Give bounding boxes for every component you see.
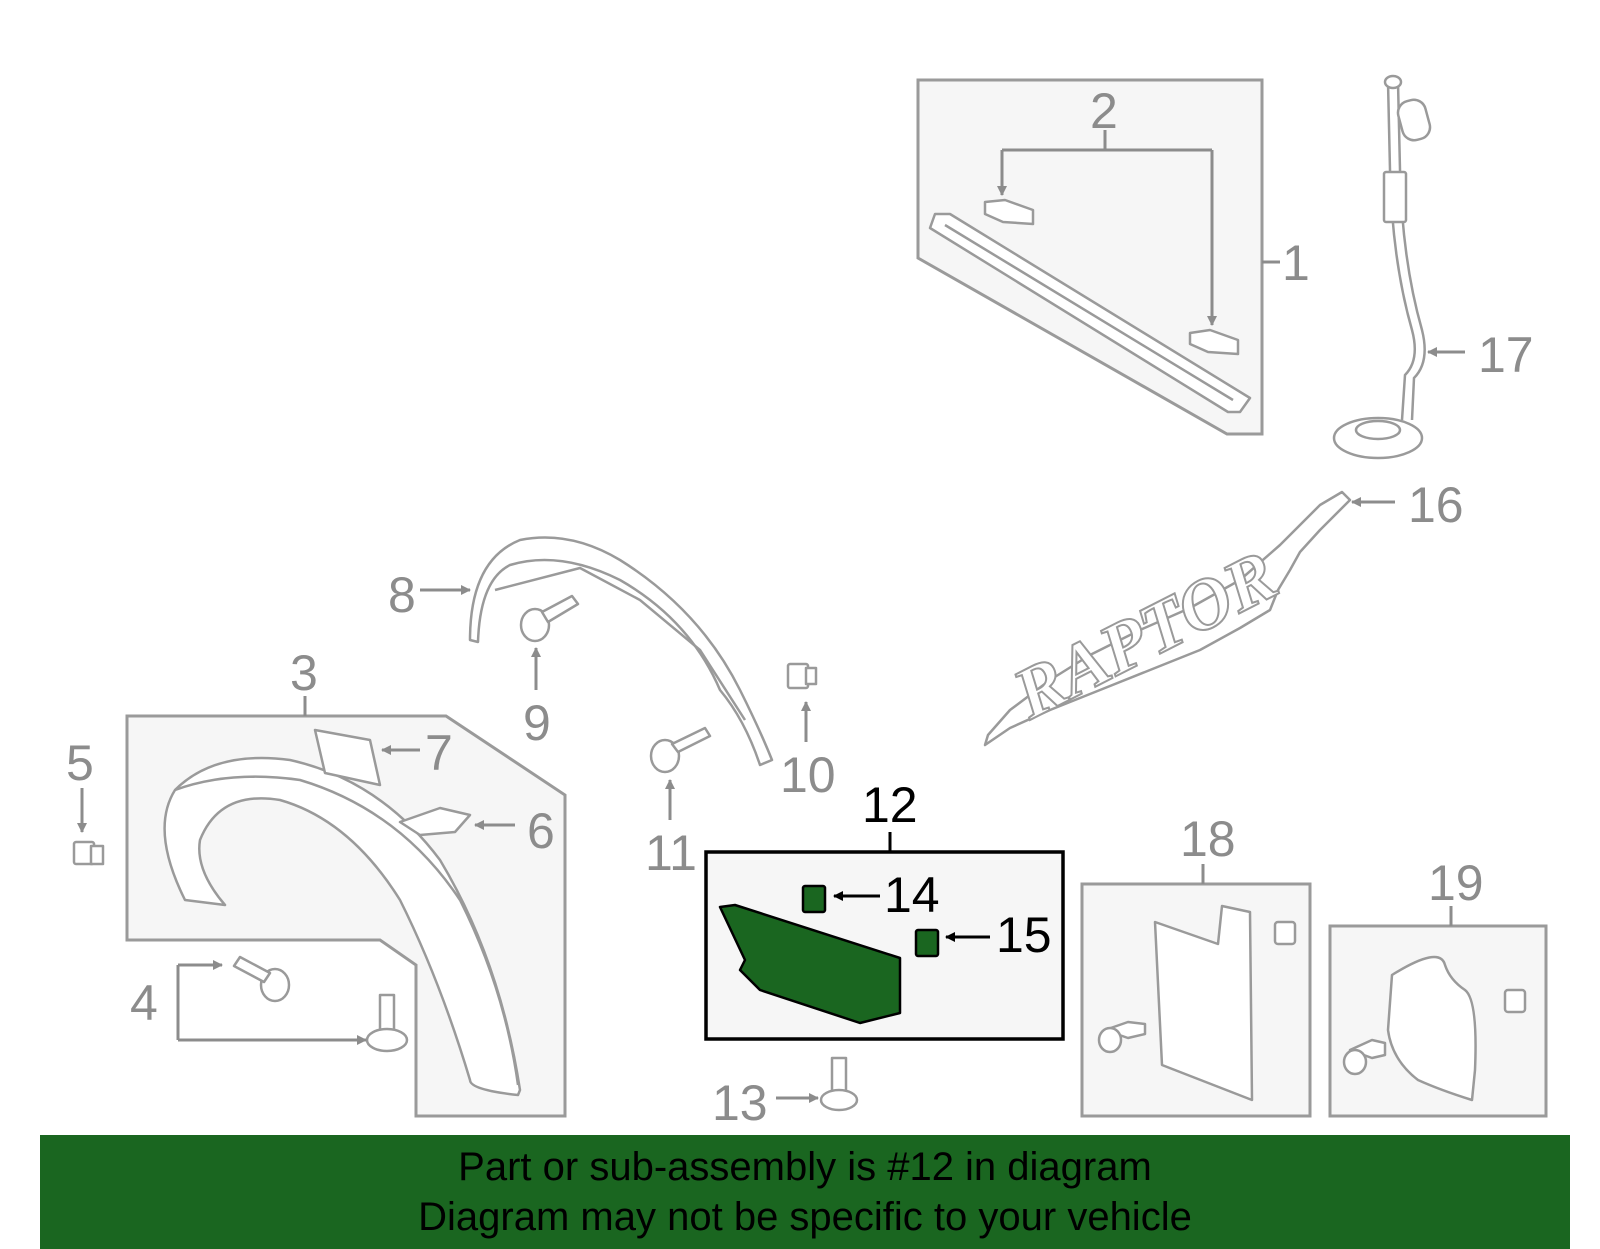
part-8-bracket — [420, 536, 774, 767]
callout-19[interactable]: 19 — [1428, 855, 1484, 911]
part-17-cable — [1332, 74, 1465, 460]
callout-6[interactable]: 6 — [527, 803, 555, 859]
part-12-highlighted[interactable] — [718, 903, 902, 1025]
part-10-clip — [786, 662, 818, 742]
callout-7[interactable]: 7 — [425, 725, 453, 781]
callout-5[interactable]: 5 — [66, 735, 94, 791]
callout-11[interactable]: 11 — [645, 825, 697, 881]
callout-9[interactable]: 9 — [523, 695, 551, 751]
flare-group-3 — [125, 696, 567, 1118]
part-9-bolt — [519, 594, 580, 690]
info-banner: Part or sub-assembly is #12 in diagram D… — [40, 1135, 1570, 1249]
mudflap-group-19 — [1328, 906, 1548, 1118]
decal-lettering: RAPTOR — [1000, 535, 1289, 735]
callout-15[interactable]: 15 — [996, 907, 1052, 963]
callout-3[interactable]: 3 — [290, 645, 318, 701]
callout-14[interactable]: 14 — [884, 867, 940, 923]
callout-17[interactable]: 17 — [1478, 327, 1534, 383]
part-13-stud — [776, 1056, 859, 1112]
callout-10[interactable]: 10 — [780, 747, 836, 803]
molding-group-1 — [916, 78, 1280, 436]
banner-line-2: Diagram may not be specific to your vehi… — [418, 1195, 1192, 1239]
highlighted-group-12 — [704, 832, 1065, 1041]
mudflap-group-18 — [1080, 864, 1312, 1118]
callout-1[interactable]: 1 — [1282, 235, 1310, 291]
callout-2[interactable]: 2 — [1090, 83, 1118, 139]
callout-16[interactable]: 16 — [1408, 477, 1464, 533]
part-16-decal: RAPTOR — [983, 490, 1395, 747]
part-11-bolt — [649, 726, 712, 820]
callout-12[interactable]: 12 — [862, 777, 918, 833]
callout-13[interactable]: 13 — [712, 1075, 768, 1131]
part-5-clip — [72, 788, 105, 866]
callout-4[interactable]: 4 — [130, 975, 158, 1031]
callout-8[interactable]: 8 — [388, 567, 416, 623]
banner-line-1: Part or sub-assembly is #12 in diagram — [458, 1145, 1152, 1189]
callout-18[interactable]: 18 — [1180, 811, 1236, 867]
